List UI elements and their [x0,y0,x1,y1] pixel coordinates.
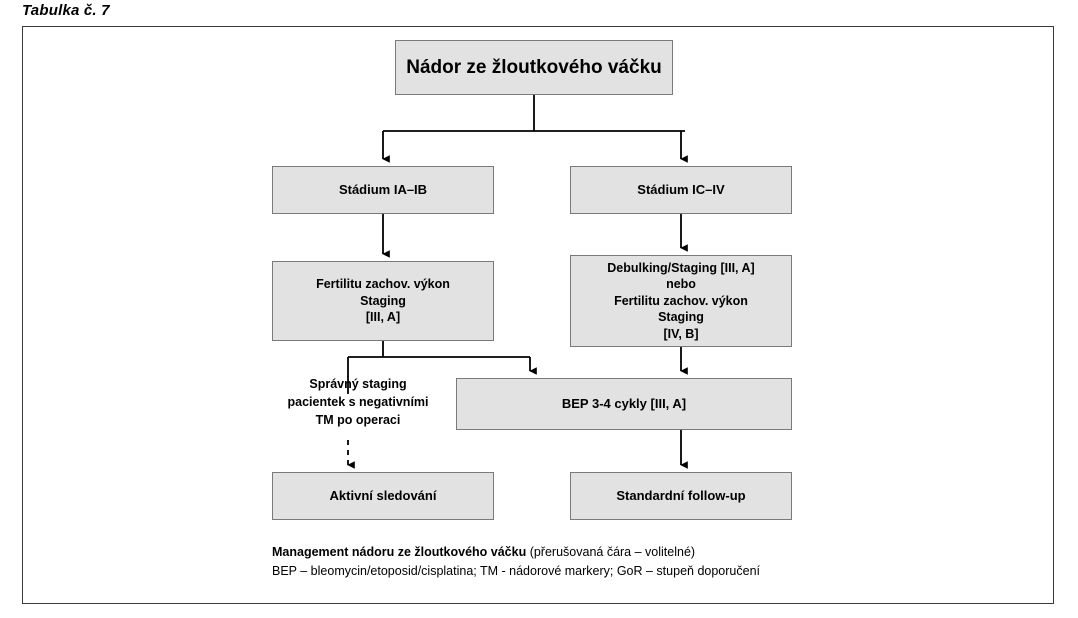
node-treatment-left-line-2: Staging [360,293,406,308]
node-standard-followup: Standardní follow-up [570,472,792,520]
node-treatment-right-line-3: Fertilitu zachov. výkon [614,293,748,308]
node-stage-right: Stádium IC–IV [570,166,792,214]
node-treatment-right-line-5: [IV, B] [663,326,699,341]
legend-note: (přerušovaná čára – volitelné) [526,545,696,559]
annotation-line-1: Správný staging [309,377,407,391]
node-treatment-right: Debulking/Staging [III, A] nebo Fertilit… [570,255,792,347]
node-stage-left-line: Stádium IA–IB [338,182,428,198]
node-title: Nádor ze žloutkového váčku [395,40,673,95]
node-bep-line: BEP 3-4 cykly [III, A] [561,396,687,412]
annotation-line-2: pacientek s negativními [287,395,429,410]
node-active-surveillance-line: Aktivní sledování [329,488,437,504]
node-treatment-left-line-3: [III, A] [365,310,401,325]
legend-line-2: BEP – bleomycin/etoposid/cisplatina; TM … [272,563,760,578]
diagram-frame [22,26,1054,604]
node-stage-left: Stádium IA–IB [272,166,494,214]
node-treatment-right-line-2: nebo [666,277,696,292]
node-treatment-left-line-1: Fertilitu zachov. výkon [316,277,450,292]
legend-title: Management nádoru ze žloutkového váčku [272,545,527,559]
legend: Management nádoru ze žloutkového váčku (… [272,543,972,581]
node-standard-followup-line: Standardní follow-up [616,488,746,504]
node-treatment-right-line-1: Debulking/Staging [III, A] [607,260,755,275]
node-stage-right-line: Stádium IC–IV [637,182,725,198]
annotation-correct-staging: Správný staging pacientek s negativními … [258,375,458,429]
annotation-line-3: TM po operaci [315,413,401,428]
node-bep-chemotherapy: BEP 3-4 cykly [III, A] [456,378,792,430]
node-title-line: Nádor ze žloutkového váčku [406,56,662,78]
node-treatment-left: Fertilitu zachov. výkon Staging [III, A] [272,261,494,341]
legend-line-1: Management nádoru ze žloutkového váčku (… [272,543,972,562]
node-active-surveillance: Aktivní sledování [272,472,494,520]
node-treatment-right-line-4: Staging [658,310,704,325]
table-caption: Tabulka č. 7 [22,2,110,19]
